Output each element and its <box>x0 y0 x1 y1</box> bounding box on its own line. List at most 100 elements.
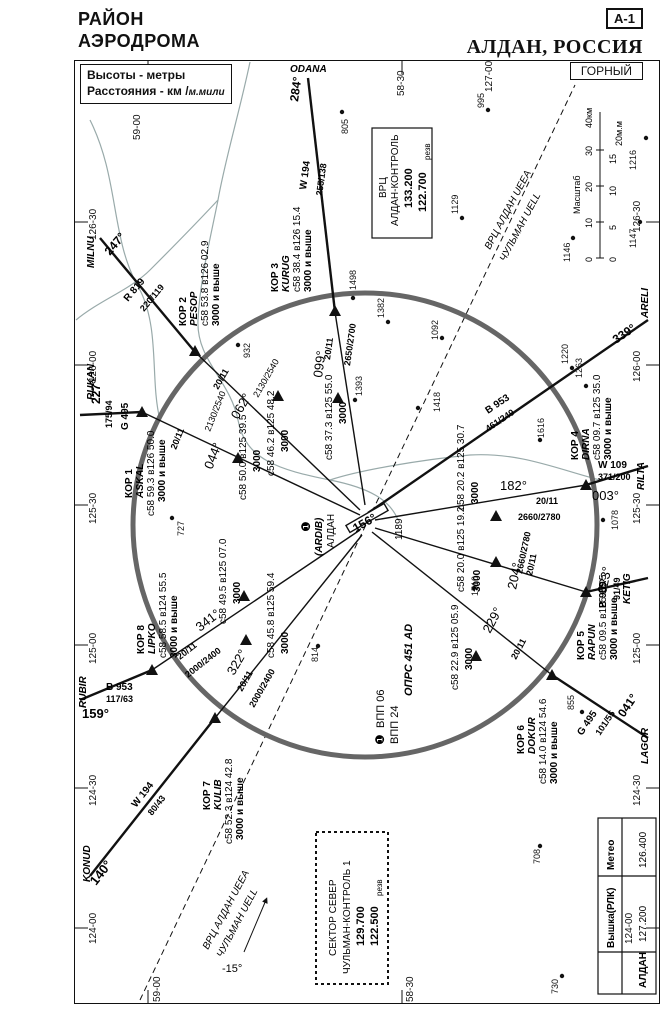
terminal-area-circle <box>130 290 600 760</box>
svg-text:3000: 3000 <box>470 481 481 504</box>
sector-freq-2: 122.500 <box>369 906 381 946</box>
comms-header-tower: Вышка(РЛК) <box>606 888 617 948</box>
fix-areli: ARELI <box>640 288 651 319</box>
svg-text:284°: 284° <box>287 76 304 103</box>
svg-text:3000 и выше: 3000 и выше <box>603 397 614 460</box>
grid-lon-right-1: 126-30 <box>632 200 643 232</box>
comms-meteo-freq: 126.400 <box>638 831 649 868</box>
grid-lon-right-3: 125-30 <box>632 492 643 524</box>
grid-lon-right-2: 126-00 <box>632 350 643 382</box>
terrain-badge: ГОРНЫЙ <box>569 62 643 80</box>
units-legend: Высоты - метры Расстояния - км /м.мили <box>80 64 232 104</box>
svg-text:2650/2700: 2650/2700 <box>342 323 358 367</box>
scale-nm-10: 10 <box>608 186 618 196</box>
svg-text:W 109: W 109 <box>598 460 627 471</box>
svg-text:с58 20.2 в125 30.7: с58 20.2 в125 30.7 <box>456 424 467 510</box>
runway-vpp06: ВПП 06 <box>375 690 387 728</box>
svg-text:KULIB: KULIB <box>213 779 224 810</box>
svg-text:1382: 1382 <box>376 298 386 318</box>
runway-opr: ОПРС 451 AD <box>403 624 415 696</box>
svg-text:PESOP: PESOP <box>189 291 200 326</box>
vrc-title: ВРЦ <box>378 177 389 198</box>
svg-text:1146: 1146 <box>562 243 572 262</box>
cor-3: КОР 3 KURUG с58 38.4 в126 15.4 3000 и вы… <box>270 206 314 292</box>
scale-km-30: 30 <box>584 146 594 156</box>
svg-text:с58 49.5 в125 07.0: с58 49.5 в125 07.0 <box>218 538 229 624</box>
fix-konud: KONUD <box>82 845 93 882</box>
svg-text:099°: 099° <box>310 350 329 379</box>
title-line-1: РАЙОН <box>78 9 144 29</box>
sector-box: СЕКТОР СЕВЕР ЧУЛЬМАН-КОНТРОЛЬ 1 129.700 … <box>315 831 389 985</box>
svg-text:339°: 339° <box>610 321 639 347</box>
scale-nm-5: 5 <box>608 225 618 230</box>
svg-text:041°: 041° <box>615 691 641 720</box>
svg-text:101/55: 101/55 <box>593 709 617 737</box>
svg-text:855: 855 <box>566 695 576 710</box>
vrc-freq-2: 122.700 <box>417 172 429 212</box>
fix-rilta: RILTA <box>636 462 647 490</box>
svg-text:20/11: 20/11 <box>169 427 187 451</box>
route-w194-south <box>89 717 216 877</box>
svg-text:B 959: B 959 <box>598 581 609 608</box>
svg-text:1393: 1393 <box>354 376 364 396</box>
airport-label: ❶ (ARDIB) АЛДАН <box>299 514 337 556</box>
fix-odana: ODANA <box>290 64 327 75</box>
svg-text:003°: 003° <box>592 488 619 503</box>
grid-labels: 127-00 58-30 59-00 59-00 58-30 126-30 12… <box>88 60 643 1002</box>
svg-text:995: 995 <box>476 93 486 108</box>
sector-freq-1: 129.700 <box>355 906 367 946</box>
svg-text:227°: 227° <box>89 379 103 404</box>
vrc-name: АЛДАН-КОНТРОЛЬ <box>390 134 401 226</box>
svg-text:1510: 1510 <box>470 576 480 596</box>
runway-vpp24: ВПП 24 <box>389 706 401 744</box>
svg-text:2660/2780: 2660/2780 <box>518 512 561 522</box>
cor-4: КОР 4 DIRNA с58 09.7 в125 35.0 3000 и вы… <box>570 374 614 460</box>
svg-text:с58 52.3 в124 42.8: с58 52.3 в124 42.8 <box>224 758 235 844</box>
route-w109 <box>585 464 649 487</box>
svg-text:ASKAL: ASKAL <box>135 464 146 499</box>
scale-km-10: 10 <box>584 218 594 228</box>
svg-text:727: 727 <box>176 521 186 536</box>
scale-nm-label: 20м.м <box>614 121 624 146</box>
svg-text:КОР 2: КОР 2 <box>178 297 189 326</box>
svg-text:3000: 3000 <box>232 581 243 604</box>
route-b953-east <box>367 319 649 514</box>
svg-text:255/138: 255/138 <box>314 163 328 197</box>
scale-nm-15: 15 <box>608 154 618 164</box>
fir-boundary-line <box>139 84 576 1001</box>
svg-text:с58 53.8 в126 02.9: с58 53.8 в126 02.9 <box>200 240 211 326</box>
svg-text:814: 814 <box>310 647 320 662</box>
svg-text:с58 14.0 в124 54.6: с58 14.0 в124 54.6 <box>538 698 549 784</box>
svg-text:20/11: 20/11 <box>322 337 335 360</box>
comms-table <box>597 817 657 995</box>
comms-row-name: АЛДАН <box>638 952 649 988</box>
legend-altitude: Высоты - метры <box>87 68 186 82</box>
svg-text:159°: 159° <box>82 706 109 721</box>
svg-text:с58 37.3 в125 55.0: с58 37.3 в125 55.0 <box>324 374 335 460</box>
fix-lagor: LAGOR <box>640 727 651 764</box>
svg-text:80/43: 80/43 <box>146 793 168 817</box>
grid-lon-left-3: 125-30 <box>88 492 99 524</box>
cor-labels: КОР 1 ASKAL с58 59.3 в126 50.0 3000 и вы… <box>124 206 620 844</box>
svg-text:3000 и выше: 3000 и выше <box>169 595 180 658</box>
terrain-peaks: 805 995 1129 1146 1147 1216 1498 1382 93… <box>169 93 649 994</box>
scale-nm-0: 0 <box>608 257 618 262</box>
title-line-2: АЭРОДРОМА <box>78 31 200 51</box>
svg-text:229°: 229° <box>479 605 505 636</box>
approach-legs <box>141 311 587 719</box>
grid-lon-right-4: 125-00 <box>632 632 643 664</box>
svg-text:20/11: 20/11 <box>536 496 558 506</box>
svg-text:B 953: B 953 <box>106 682 133 693</box>
svg-text:KURUG: KURUG <box>281 255 292 292</box>
fix-ketig: KETIG <box>622 573 633 604</box>
svg-text:708: 708 <box>532 849 542 864</box>
route-r819 <box>99 237 196 353</box>
svg-text:W 194: W 194 <box>298 160 313 191</box>
svg-text:3000: 3000 <box>338 401 349 424</box>
svg-text:023°: 023° <box>594 565 614 594</box>
entry-fixes: ODANA MILNU RUKAN ARELI RILTA KETIG LAGO… <box>78 64 651 882</box>
svg-text:1129: 1129 <box>450 195 460 214</box>
svg-text:1092: 1092 <box>430 320 440 340</box>
svg-text:117/63: 117/63 <box>106 694 133 704</box>
airport-name: АЛДАН <box>326 514 337 548</box>
